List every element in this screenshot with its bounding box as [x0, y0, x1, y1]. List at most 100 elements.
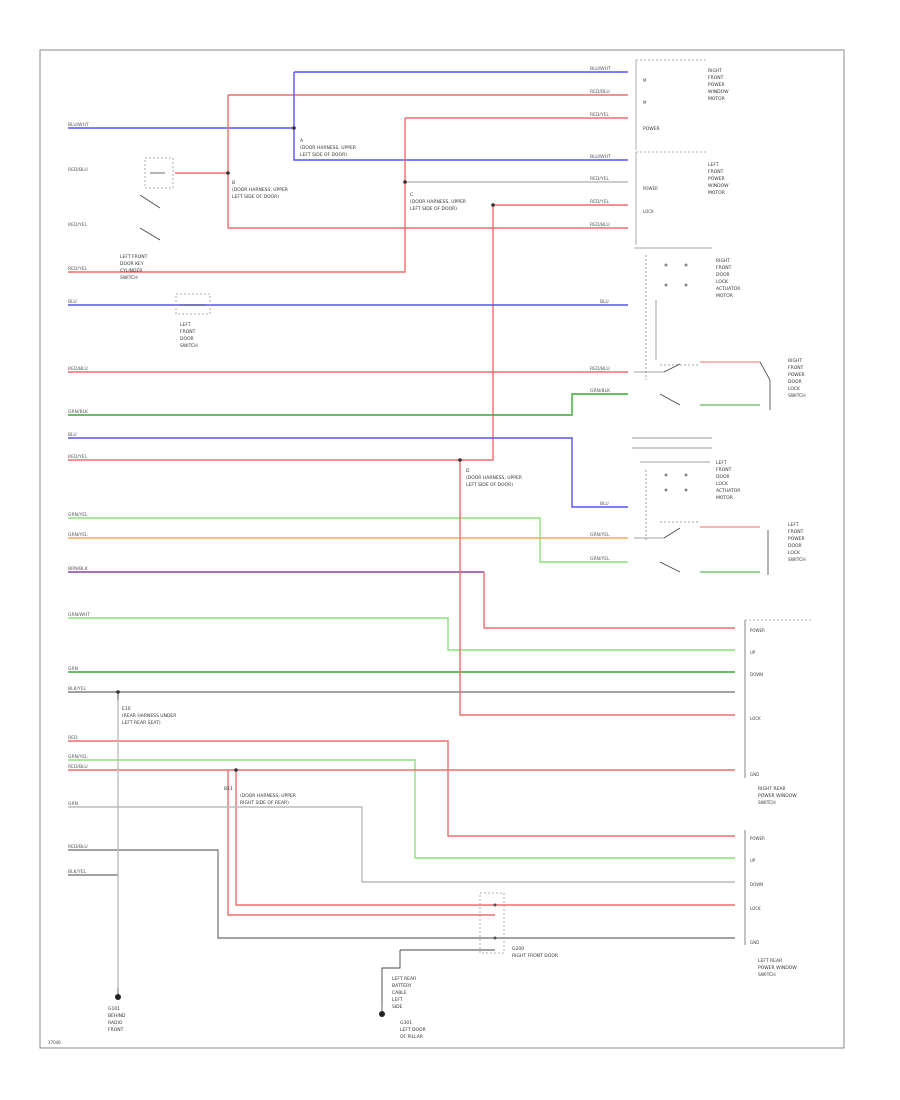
- svg-text:ACTUATOR: ACTUATOR: [716, 286, 740, 292]
- door-switch: LEFT FRONT DOOR SWITCH: [175, 293, 211, 349]
- left-rear-switch-label: LEFT REAR POWER WINDOW SWITCH: [758, 958, 797, 978]
- svg-text:FRONT: FRONT: [716, 467, 732, 473]
- svg-text:LOCK: LOCK: [716, 279, 729, 285]
- svg-text:RADIO: RADIO: [108, 1020, 123, 1026]
- junction-d-label: D (DOOR HARNESS, UPPER LEFT SIDE OF DOOR…: [466, 468, 522, 488]
- svg-text:LEFT DOOR: LEFT DOOR: [400, 1027, 426, 1033]
- wire-label-left: GRN/BLK: [68, 409, 89, 415]
- svg-text:LEFT FRONT: LEFT FRONT: [120, 254, 148, 260]
- motor-l-pin-power: POWER: [643, 186, 658, 191]
- junction-g-label: G200 RIGHT FRONT DOOR: [512, 946, 558, 959]
- wire-label-left: GRN/YEL: [68, 512, 88, 518]
- svg-text:MOTOR: MOTOR: [716, 293, 733, 299]
- wire-label-right: RED/YEL: [590, 112, 610, 118]
- wire-label-left: RED/BLU: [68, 366, 88, 372]
- svg-text:DOOR: DOOR: [788, 379, 802, 385]
- wire-label-right: RED/BLU: [590, 222, 610, 228]
- splice-points: [116, 126, 495, 772]
- svg-text:LEFT: LEFT: [180, 322, 191, 328]
- lower-connector-block: [479, 892, 505, 954]
- wire-label-left: GRN/YEL: [68, 532, 88, 538]
- right-rear-window-switch: POWER UP DOWN LOCK GND RIGHT REAR POWER …: [744, 619, 812, 806]
- ground-g101: G101 BEHIND RADIO FRONT: [108, 988, 126, 1033]
- svg-text:E10: E10: [122, 706, 131, 712]
- svg-text:FRONT: FRONT: [108, 1027, 124, 1033]
- wire-label-left: RED: [68, 735, 78, 741]
- svg-text:DOOR: DOOR: [716, 272, 730, 278]
- wire-label-left: RED/BLU: [68, 764, 88, 770]
- right-rear-switch-label: RIGHT REAR POWER WINDOW SWITCH: [758, 786, 797, 806]
- right-front-lock-label: RIGHT FRONT DOOR LOCK ACTUATOR MOTOR: [716, 258, 740, 299]
- svg-text:(REAR HARNESS UNDER: (REAR HARNESS UNDER: [122, 713, 176, 719]
- svg-text:C: C: [410, 192, 413, 198]
- wire-red-628: [483, 572, 735, 629]
- svg-text:SWITCH: SWITCH: [758, 972, 776, 978]
- wire-label-left: RED/BLU: [68, 844, 88, 850]
- svg-text:BATTERY: BATTERY: [392, 983, 412, 989]
- motor-l-pin-lock: LOCK: [643, 209, 654, 214]
- wire-label-left: RED/YEL: [68, 454, 88, 460]
- wire-gray-807: [68, 806, 735, 883]
- wire-label-left: RED/YEL: [68, 222, 88, 228]
- svg-text:MOTOR: MOTOR: [708, 190, 725, 196]
- wire-label-left: BLK/YEL: [68, 869, 87, 875]
- left-front-window-motor: POWER LOCK LEFT FRONT POWER WINDOW MOTOR: [635, 151, 729, 245]
- wire-label-right: RED/BLU: [590, 366, 610, 372]
- lr-pin-down: DOWN: [750, 882, 763, 887]
- wire-label-left: RED/BLU: [68, 167, 88, 173]
- junction-c-label: C (DOOR HARNESS, UPPER LEFT SIDE OF DOOR…: [410, 192, 466, 212]
- wire-label-left: GRN: [68, 666, 78, 672]
- svg-text:(DOOR HARNESS, UPPER: (DOOR HARNESS, UPPER: [240, 793, 296, 799]
- svg-text:(DOOR HARNESS, UPPER: (DOOR HARNESS, UPPER: [300, 145, 356, 151]
- motor-pin-m2: M: [643, 100, 647, 105]
- svg-text:POWER: POWER: [708, 176, 725, 182]
- svg-text:MOTOR: MOTOR: [708, 96, 725, 102]
- wire-label-left: RED/YEL: [68, 266, 88, 272]
- svg-text:FRONT: FRONT: [708, 169, 724, 175]
- wire-blu-drop: [293, 72, 628, 161]
- junction-a-label: A (DOOR HARNESS, UPPER LEFT SIDE OF DOOR…: [300, 138, 356, 158]
- wire-lgrn-518: [68, 517, 628, 563]
- left-front-lock-label: LEFT FRONT DOOR LOCK ACTUATOR MOTOR: [716, 460, 740, 501]
- svg-text:OF PILLAR: OF PILLAR: [400, 1034, 423, 1040]
- svg-text:POWER: POWER: [708, 82, 725, 88]
- wire-label-right: BLU: [600, 299, 609, 305]
- wire-label-right: BLU/WHT: [590, 66, 611, 72]
- svg-text:DOOR: DOOR: [716, 474, 730, 480]
- svg-text:DOOR: DOOR: [788, 543, 802, 549]
- wire-label-right: RED/BLU: [590, 89, 610, 95]
- svg-text:RIGHT FRONT DOOR: RIGHT FRONT DOOR: [512, 953, 558, 959]
- right-front-switch-label: RIGHT FRONT POWER DOOR LOCK SWITCH: [788, 358, 806, 399]
- svg-text:SWITCH: SWITCH: [758, 800, 776, 806]
- svg-text:LEFT REAR: LEFT REAR: [392, 976, 416, 982]
- wire-lgrn-618: [68, 617, 735, 651]
- svg-text:LOCK: LOCK: [788, 386, 801, 392]
- svg-text:LEFT: LEFT: [788, 522, 799, 528]
- diagram-border: [39, 49, 845, 1049]
- svg-text:G301: G301: [400, 1020, 412, 1026]
- lr-pin-lock: LOCK: [750, 906, 761, 911]
- rr-pin-gnd: GND: [750, 772, 759, 777]
- ground-g301: G301 LEFT DOOR OF PILLAR: [379, 1005, 426, 1040]
- right-front-lock-actuator: RIGHT FRONT DOOR LOCK ACTUATOR MOTOR: [634, 247, 740, 380]
- svg-text:G101: G101: [108, 1006, 120, 1012]
- key-cylinder-label: LEFT FRONT DOOR KEY CYLINDER SWITCH: [120, 254, 148, 281]
- wire-label-left: BRN/BLK: [68, 566, 89, 572]
- svg-text:RIGHT: RIGHT: [788, 358, 802, 364]
- wire-label-left: BLK/YEL: [68, 686, 87, 692]
- wire-red-235: [235, 770, 735, 906]
- lr-pin-up: UP: [750, 858, 756, 863]
- svg-text:FRONT: FRONT: [788, 529, 804, 535]
- labels-layer: BLU/WHT RED/BLU RED/YEL RED/YEL BLU RED/BLU GR…: [68, 66, 611, 875]
- right-front-motor-label: RIGHT FRONT POWER WINDOW MOTOR: [708, 68, 729, 102]
- left-front-lock-actuator: LEFT FRONT DOOR LOCK ACTUATOR MOTOR: [640, 460, 740, 540]
- wire-label-right: GRN/YEL: [590, 556, 610, 562]
- svg-text:B11: B11: [224, 786, 233, 792]
- wire-label-right: BLU: [600, 501, 609, 507]
- svg-text:LEFT: LEFT: [708, 162, 719, 168]
- junction-e-label: E10 (REAR HARNESS UNDER LEFT REAR SEAT): [122, 706, 176, 726]
- svg-text:POWER: POWER: [788, 536, 805, 542]
- wire-grn-415: [68, 393, 628, 416]
- lr-pin-power: POWER: [750, 836, 765, 841]
